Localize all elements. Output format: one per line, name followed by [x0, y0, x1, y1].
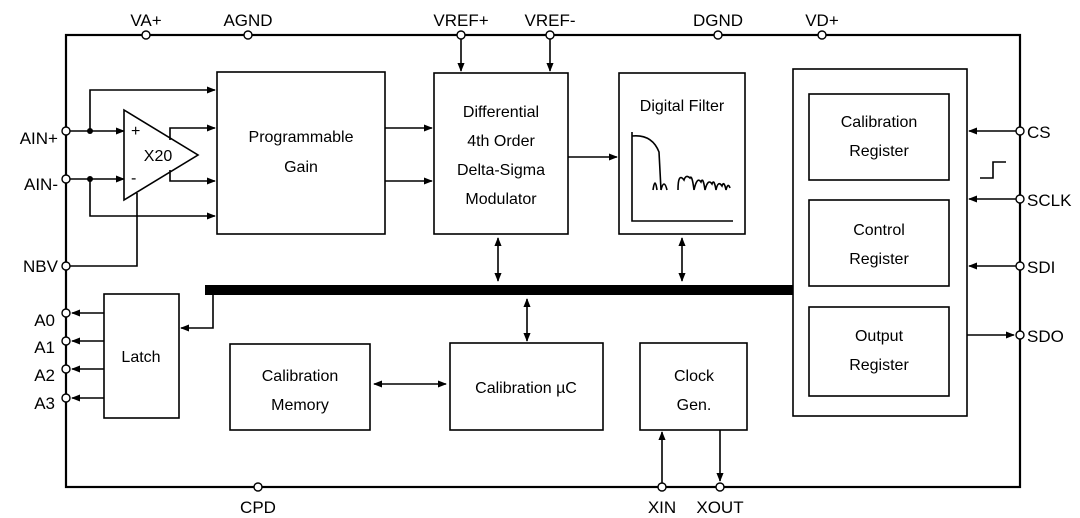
right-pins: CS SCLK SDI SDO [1015, 123, 1072, 346]
pin-sdi [1015, 261, 1025, 271]
clock-label-2: Gen. [677, 397, 712, 414]
pin-label-ain-minus: AIN- [24, 175, 58, 194]
output-register-label-2: Register [849, 357, 909, 374]
left-pins: AIN+ AIN- NBV [20, 126, 71, 276]
pin-sclk [1015, 194, 1025, 204]
control-register-block [808, 199, 950, 287]
pin-dgnd [713, 30, 723, 40]
amp-out-lower [169, 170, 216, 185]
pin-nbv [61, 261, 71, 271]
amp-minus-sign: - [131, 170, 136, 187]
pin-label-sclk: SCLK [1027, 191, 1072, 210]
cal-register-label-2: Register [849, 143, 909, 160]
pin-label-a1: A1 [34, 338, 55, 357]
bus-to-latch [180, 295, 214, 332]
ain-plus-bypass [89, 86, 216, 131]
output-register-label-1: Output [855, 328, 904, 345]
filter-response-plot [631, 132, 733, 222]
mod-label-3: Delta-Sigma [457, 162, 545, 179]
amp-gain-label: X20 [144, 148, 173, 165]
pin-va-plus [141, 30, 151, 40]
latch-block [103, 293, 180, 419]
calibration-register-block [808, 93, 950, 181]
ain-minus-bypass [89, 179, 216, 220]
chip-outline [64, 33, 1022, 489]
clock-gen-block [639, 342, 748, 431]
calibration-uc-block [449, 342, 604, 431]
pin-label-cs: CS [1027, 123, 1051, 142]
clock-label-1: Clock [674, 368, 715, 385]
latch-label: Latch [121, 349, 160, 366]
mod-label-4: Modulator [465, 191, 537, 208]
amp-out-upper [169, 124, 216, 140]
pin-vd-plus [817, 30, 827, 40]
pin-vref-minus [545, 30, 555, 40]
pin-cs [1015, 126, 1025, 136]
cal-memory-label-1: Calibration [262, 368, 338, 385]
pin-a0 [61, 308, 71, 318]
bottom-pins: CPD XIN XOUT [240, 482, 744, 517]
cal-memory-label-2: Memory [271, 397, 329, 414]
pin-label-ain-plus: AIN+ [20, 129, 58, 148]
pin-label-vd-plus: VD+ [805, 11, 839, 30]
pin-label-va-plus: VA+ [130, 11, 161, 30]
filter-response-curve [631, 135, 731, 191]
cal-uc-label: Calibration µC [475, 380, 577, 397]
programmable-gain-block [216, 71, 386, 235]
mod-label-2: 4th Order [467, 133, 535, 150]
pin-a1 [61, 336, 71, 346]
pin-label-cpd: CPD [240, 498, 276, 517]
calibration-memory-block [229, 343, 371, 431]
pin-label-a3: A3 [34, 394, 55, 413]
pin-cpd [253, 482, 263, 492]
nbv-wire [70, 193, 138, 267]
filter-label: Digital Filter [640, 98, 725, 115]
mod-label-1: Differential [463, 104, 539, 121]
delta-sigma-modulator-block [433, 72, 569, 235]
output-register-block [808, 306, 950, 397]
pin-label-a0: A0 [34, 311, 55, 330]
pin-sdo [1015, 330, 1025, 340]
amp-plus-sign: + [131, 123, 140, 140]
cal-register-label-1: Calibration [841, 114, 917, 131]
top-pins: VA+ AGND VREF+ VREF- DGND VD+ [130, 11, 839, 40]
gain-label-1: Programmable [249, 129, 354, 146]
pin-xout [715, 482, 725, 492]
pin-label-sdo: SDO [1027, 327, 1064, 346]
control-register-label-1: Control [853, 222, 905, 239]
gain-label-2: Gain [284, 159, 318, 176]
pin-label-xin: XIN [648, 498, 676, 517]
pin-label-vref-plus: VREF+ [433, 11, 488, 30]
pin-label-xout: XOUT [696, 498, 743, 517]
pin-label-sdi: SDI [1027, 258, 1055, 277]
pin-ain-minus [61, 174, 71, 184]
pin-label-dgnd: DGND [693, 11, 743, 30]
pin-vref-plus [456, 30, 466, 40]
internal-bus [205, 285, 793, 295]
pin-a2 [61, 364, 71, 374]
pin-label-a2: A2 [34, 366, 55, 385]
pin-label-nbv: NBV [23, 257, 59, 276]
digital-filter-block [618, 72, 746, 235]
pin-label-vref-minus: VREF- [525, 11, 576, 30]
pin-agnd [243, 30, 253, 40]
sclk-edge-symbol [980, 161, 1006, 179]
pin-ain-plus [61, 126, 71, 136]
control-register-label-2: Register [849, 251, 909, 268]
pin-a3 [61, 393, 71, 403]
pin-xin [657, 482, 667, 492]
filter-plot-axes [631, 132, 733, 222]
x20-amplifier [123, 108, 200, 202]
address-pins: A0 A1 A2 A3 [34, 308, 104, 413]
pin-label-agnd: AGND [223, 11, 272, 30]
